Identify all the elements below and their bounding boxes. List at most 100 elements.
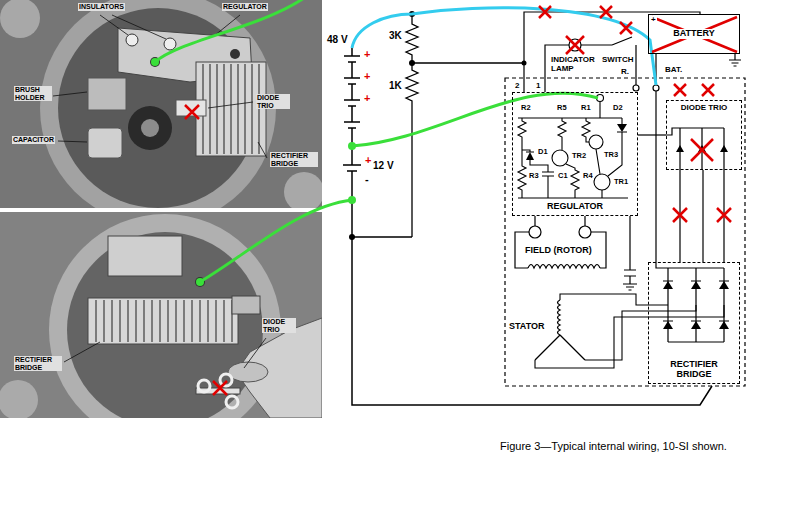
part-name: RECTIFIER BRIDGE xyxy=(14,356,62,371)
figure-caption: Figure 3—Typical internal wiring, 10-SI … xyxy=(500,440,727,453)
transistor-symbol xyxy=(589,135,603,149)
brush-holder-part xyxy=(88,78,126,110)
brush-symbol xyxy=(579,226,591,238)
component-name: STATOR xyxy=(508,322,546,332)
connector-line xyxy=(638,134,666,135)
component-ref: TR2 xyxy=(571,152,587,160)
terminal-block xyxy=(232,296,260,314)
regulator-part xyxy=(108,236,182,276)
thumb xyxy=(228,362,268,382)
component-ref: TR3 xyxy=(603,151,619,159)
junction-dot xyxy=(349,234,355,240)
polarity-sign: - xyxy=(364,173,370,185)
diode-bar xyxy=(663,281,729,321)
shaft-end xyxy=(141,119,159,137)
bridge-wiring xyxy=(668,268,724,342)
battery-stack-symbol xyxy=(343,48,712,405)
housing xyxy=(40,0,276,208)
component-name: FIELD (ROTOR) xyxy=(524,246,593,256)
resistor-symbol xyxy=(406,14,524,237)
rotor-coil xyxy=(528,265,600,269)
ring-terminal xyxy=(198,380,210,392)
rotor-shaft xyxy=(128,106,172,150)
node-label: RECTIFIER BRIDGE xyxy=(652,360,736,380)
terminal-symbol xyxy=(653,85,659,91)
voltage-label: 12 V xyxy=(372,160,395,171)
component-ref: R4 xyxy=(582,172,594,180)
capacitor-symbol xyxy=(623,216,637,290)
node-label: BATTERY xyxy=(672,29,716,39)
resistor-value: 1K xyxy=(388,80,403,91)
insulator-part xyxy=(126,34,138,46)
polarity-sign: + xyxy=(363,48,371,60)
brush-symbol xyxy=(529,226,541,238)
insulator-part xyxy=(164,38,176,50)
mounting-ear xyxy=(284,172,322,208)
polarity-sign: + xyxy=(650,16,657,25)
component-name: SWITCH xyxy=(601,56,635,65)
part-name: RECTIFIER BRIDGE xyxy=(270,152,318,167)
field-wiring xyxy=(515,216,606,268)
resistor-value: 3K xyxy=(388,30,403,41)
mounting-ear xyxy=(0,380,38,418)
part-name: INSULATORS xyxy=(78,3,125,11)
wire-dot xyxy=(196,278,204,286)
component-ref: D2 xyxy=(612,104,624,112)
ring-terminal xyxy=(220,374,232,386)
diode-trio-wiring xyxy=(666,128,724,262)
diode-symbol xyxy=(663,281,729,329)
wiring xyxy=(524,12,724,268)
rectifier-heatsink xyxy=(88,298,238,344)
component-ref: R1 xyxy=(580,104,592,112)
wire-dot xyxy=(348,196,356,204)
part-name: REGULATOR xyxy=(222,3,268,11)
polarity-sign: + xyxy=(363,70,371,82)
battery-box: BATTERY xyxy=(648,14,740,54)
green-wire xyxy=(155,0,304,62)
photo-top xyxy=(0,0,322,208)
node-label: REGULATOR xyxy=(546,202,604,212)
component-ref: D1 xyxy=(537,148,549,156)
terminal-name: BAT. xyxy=(664,66,683,75)
cyan-wire xyxy=(352,8,656,85)
part-name: CAPACITOR xyxy=(12,136,55,144)
regulator-circuit xyxy=(518,101,628,198)
capacitor-part xyxy=(88,128,122,158)
component-ref: TR1 xyxy=(613,178,629,186)
junction-dot xyxy=(409,60,415,66)
ground-symbol xyxy=(729,54,741,66)
wire-dot xyxy=(151,58,159,66)
terminal-symbol xyxy=(633,85,639,91)
green-wire xyxy=(352,93,598,146)
rectifier-bridge-box: RECTIFIER BRIDGE xyxy=(648,262,740,384)
mounting-ear xyxy=(0,0,40,38)
transistor-symbol xyxy=(552,150,568,166)
screw xyxy=(230,49,240,59)
component-ref: R2 xyxy=(520,104,532,112)
photo-bottom xyxy=(0,212,322,418)
polarity-sign: + xyxy=(363,92,371,104)
heatsink-fins xyxy=(203,64,259,154)
voltage-label: 48 V xyxy=(326,34,349,45)
part-name: BRUSH HOLDER xyxy=(14,86,52,101)
component-name: INDICATOR LAMP xyxy=(550,56,602,74)
ring-terminal xyxy=(226,396,238,408)
diode-trio-box: DIODE TRIO xyxy=(666,100,742,170)
diode-symbol xyxy=(526,124,627,160)
component-ref: R5 xyxy=(556,104,568,112)
connector-line xyxy=(702,170,703,262)
red-cross xyxy=(185,6,737,395)
component-ref: C1 xyxy=(557,172,569,180)
part-name: DIODE TRIO xyxy=(262,318,296,333)
part-name: DIODE TRIO xyxy=(256,94,290,109)
terminal-name: 2 xyxy=(514,82,520,91)
green-wire xyxy=(200,200,352,282)
leader-line xyxy=(53,15,267,158)
node-label: DIODE TRIO xyxy=(680,104,729,113)
terminal-name: 1 xyxy=(535,82,541,91)
terminal-name: R. xyxy=(620,68,630,77)
component-ref: R3 xyxy=(528,172,540,180)
